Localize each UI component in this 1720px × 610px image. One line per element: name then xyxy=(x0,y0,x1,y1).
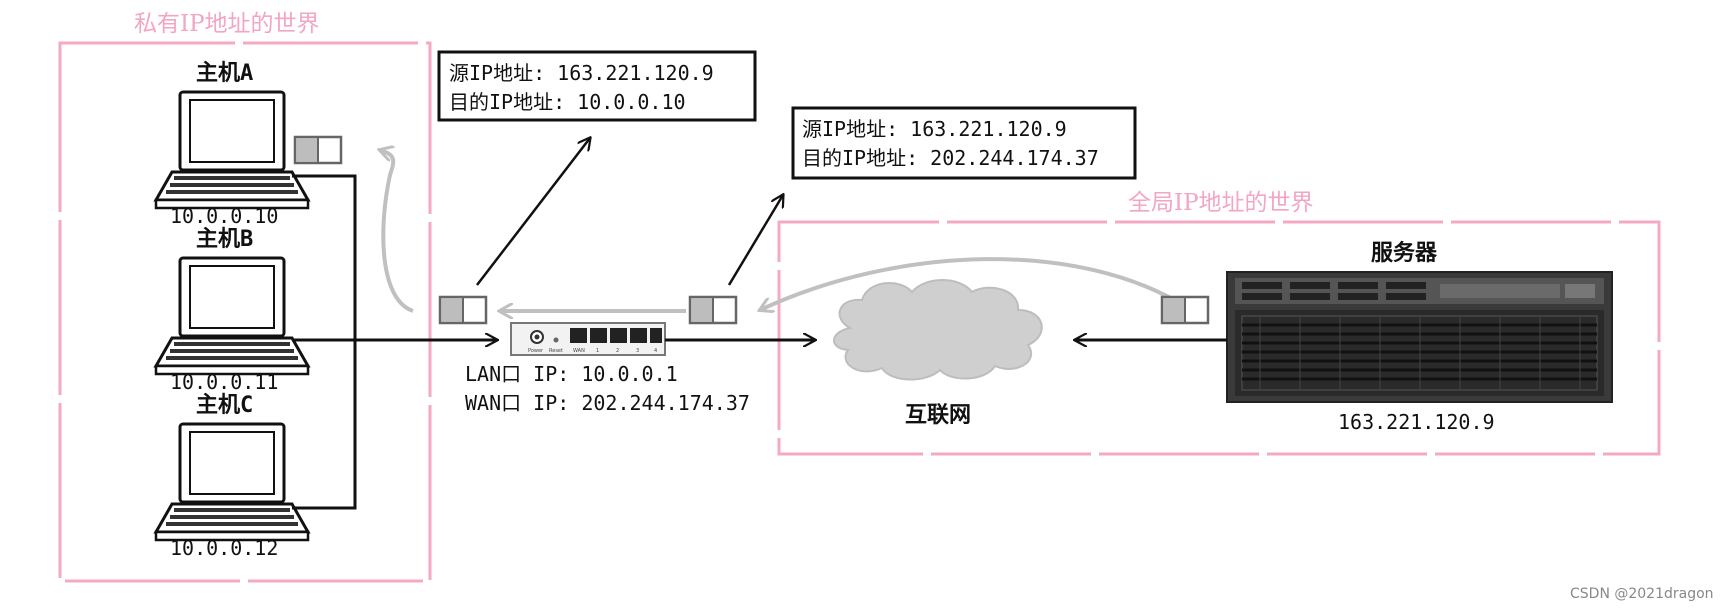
router-port-4: 4 xyxy=(654,348,657,354)
internet-label: 互联网 xyxy=(905,403,971,428)
packet-b-header-arrow xyxy=(727,195,783,286)
packet-a-dst: 目的IP地址: 10.0.0.10 xyxy=(449,90,686,114)
watermark: CSDN @2021dragon xyxy=(1570,586,1714,602)
host-c-label: 主机C xyxy=(196,393,253,418)
server-label: 服务器 xyxy=(1371,241,1438,266)
return-path-to-host-a xyxy=(380,150,414,313)
packet-header-box-outer: 源IP地址: 163.221.120.9 目的IP地址: 202.244.174… xyxy=(791,106,1137,180)
router-port-1: 1 xyxy=(596,348,599,354)
server-icon xyxy=(1226,271,1613,403)
host-a-label: 主机A xyxy=(196,61,253,86)
lan-wire xyxy=(292,174,357,510)
host-b-label: 主机B xyxy=(196,227,253,252)
laptop-icon xyxy=(154,256,310,376)
packet-a-header-arrow xyxy=(476,138,590,286)
router-wan-ip: WAN口 IP: 202.244.174.37 xyxy=(465,391,750,415)
packet-icon xyxy=(688,295,738,325)
private-region-title: 私有IP地址的世界 xyxy=(134,11,320,37)
router: Power Reset WAN 1 2 3 4 xyxy=(510,322,666,356)
packet-b-dst: 目的IP地址: 202.244.174.37 xyxy=(802,146,1099,170)
server-ip: 163.221.120.9 xyxy=(1338,410,1495,434)
packet-a-src: 源IP地址: 163.221.120.9 xyxy=(449,61,714,85)
router-port-wan: WAN xyxy=(573,348,585,354)
router-port-reset: Reset xyxy=(549,348,563,354)
packet-icon xyxy=(293,135,343,165)
private-region-border xyxy=(58,41,432,583)
laptop-icon xyxy=(154,422,310,542)
global-region-title: 全局IP地址的世界 xyxy=(1128,190,1314,216)
router-lan-ip: LAN口 IP: 10.0.0.1 xyxy=(465,362,678,386)
packet-b-src: 源IP地址: 163.221.120.9 xyxy=(802,117,1067,141)
laptop-icon xyxy=(154,90,310,210)
router-port-power: Power xyxy=(528,348,544,354)
host-c-ip: 10.0.0.12 xyxy=(170,536,278,560)
packet-icon xyxy=(438,295,488,325)
router-port-3: 3 xyxy=(636,348,639,354)
global-region-border xyxy=(777,220,1661,456)
packet-header-box-inner: 源IP地址: 163.221.120.9 目的IP地址: 10.0.0.10 xyxy=(437,50,757,122)
host-b-ip: 10.0.0.11 xyxy=(170,370,278,394)
return-path-arc xyxy=(760,257,1190,310)
packet-icon xyxy=(1160,295,1210,325)
host-a-ip: 10.0.0.10 xyxy=(170,204,278,228)
internet-cloud xyxy=(833,279,1043,381)
router-port-2: 2 xyxy=(616,348,619,354)
